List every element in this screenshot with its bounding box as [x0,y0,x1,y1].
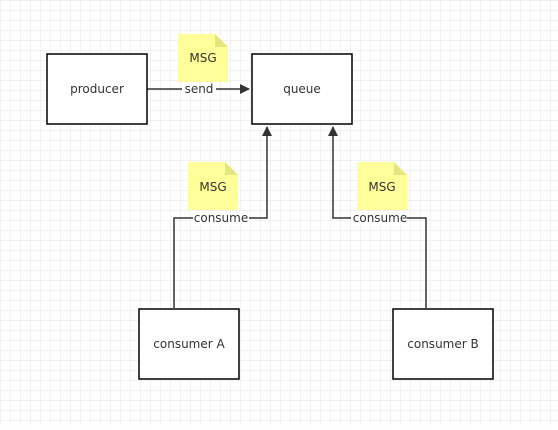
edge-consume-a-label: consume [194,211,248,225]
note-msg-send[interactable]: MSG [178,34,228,82]
note-msg-consume-a[interactable]: MSG [188,162,238,210]
edge-consume-a[interactable]: consume [173,126,272,308]
edge-consume-b[interactable]: consume [328,126,427,308]
node-consumer-a-label: consumer A [153,337,225,351]
note-msg-send-label: MSG [189,51,216,65]
node-producer[interactable]: producer [46,53,148,125]
note-msg-consume-b-label: MSG [368,180,395,194]
node-queue-label: queue [283,82,321,96]
node-queue[interactable]: queue [251,53,353,125]
note-msg-consume-a-label: MSG [199,180,226,194]
edge-send-label: send [185,82,214,96]
node-producer-label: producer [70,82,124,96]
node-consumer-b[interactable]: consumer B [392,308,494,380]
edge-consume-b-label: consume [353,211,407,225]
edge-send[interactable]: send [147,82,250,96]
note-msg-consume-b[interactable]: MSG [357,162,407,210]
node-consumer-a[interactable]: consumer A [138,308,240,380]
node-consumer-b-label: consumer B [407,337,478,351]
